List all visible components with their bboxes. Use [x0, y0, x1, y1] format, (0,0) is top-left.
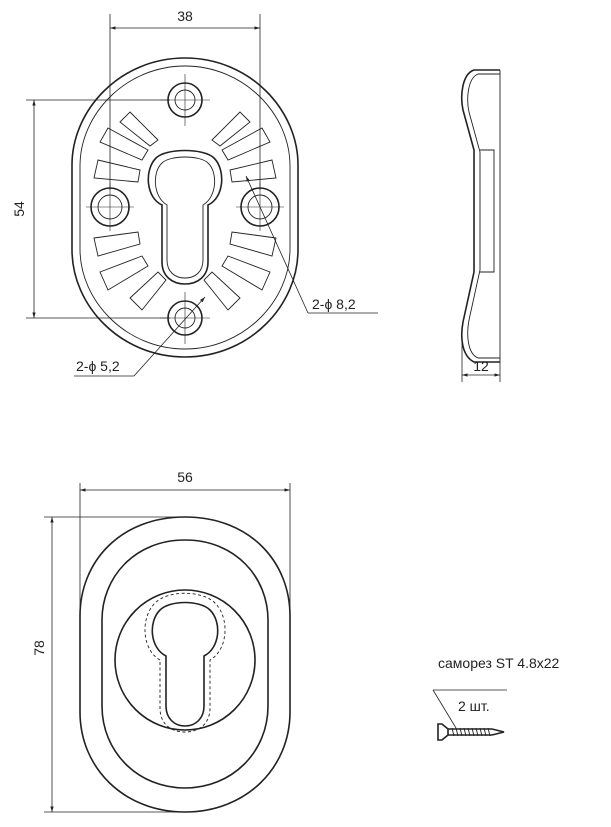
plate-top-view	[71, 57, 299, 358]
dim-label-small-hole: 2-ϕ 5,2	[76, 358, 120, 374]
cover-front-view	[79, 516, 291, 813]
screw-callout: саморез ST 4.8x22 2 шт.	[432, 655, 560, 729]
dim-label-78: 78	[31, 640, 47, 656]
dim-top-height: 54	[11, 99, 170, 319]
screw-name: саморез ST 4.8x22	[438, 655, 560, 671]
dim-label-12: 12	[473, 358, 489, 374]
screw-quantity: 2 шт.	[458, 698, 490, 714]
dim-front-width: 56	[79, 469, 291, 616]
dim-front-height: 78	[31, 516, 185, 813]
leader-large-hole: 2-ϕ 8,2	[245, 175, 378, 314]
dim-side-depth: 12	[461, 340, 501, 382]
plate-side-view	[460, 69, 501, 363]
dim-label-56: 56	[177, 469, 193, 485]
dim-label-38: 38	[177, 8, 193, 24]
dim-label-54: 54	[11, 201, 27, 217]
dim-top-width: 38	[109, 8, 261, 190]
leader-small-hole: 2-ϕ 5,2	[74, 296, 206, 377]
dim-label-large-hole: 2-ϕ 8,2	[312, 296, 356, 312]
screw-icon	[437, 723, 505, 741]
